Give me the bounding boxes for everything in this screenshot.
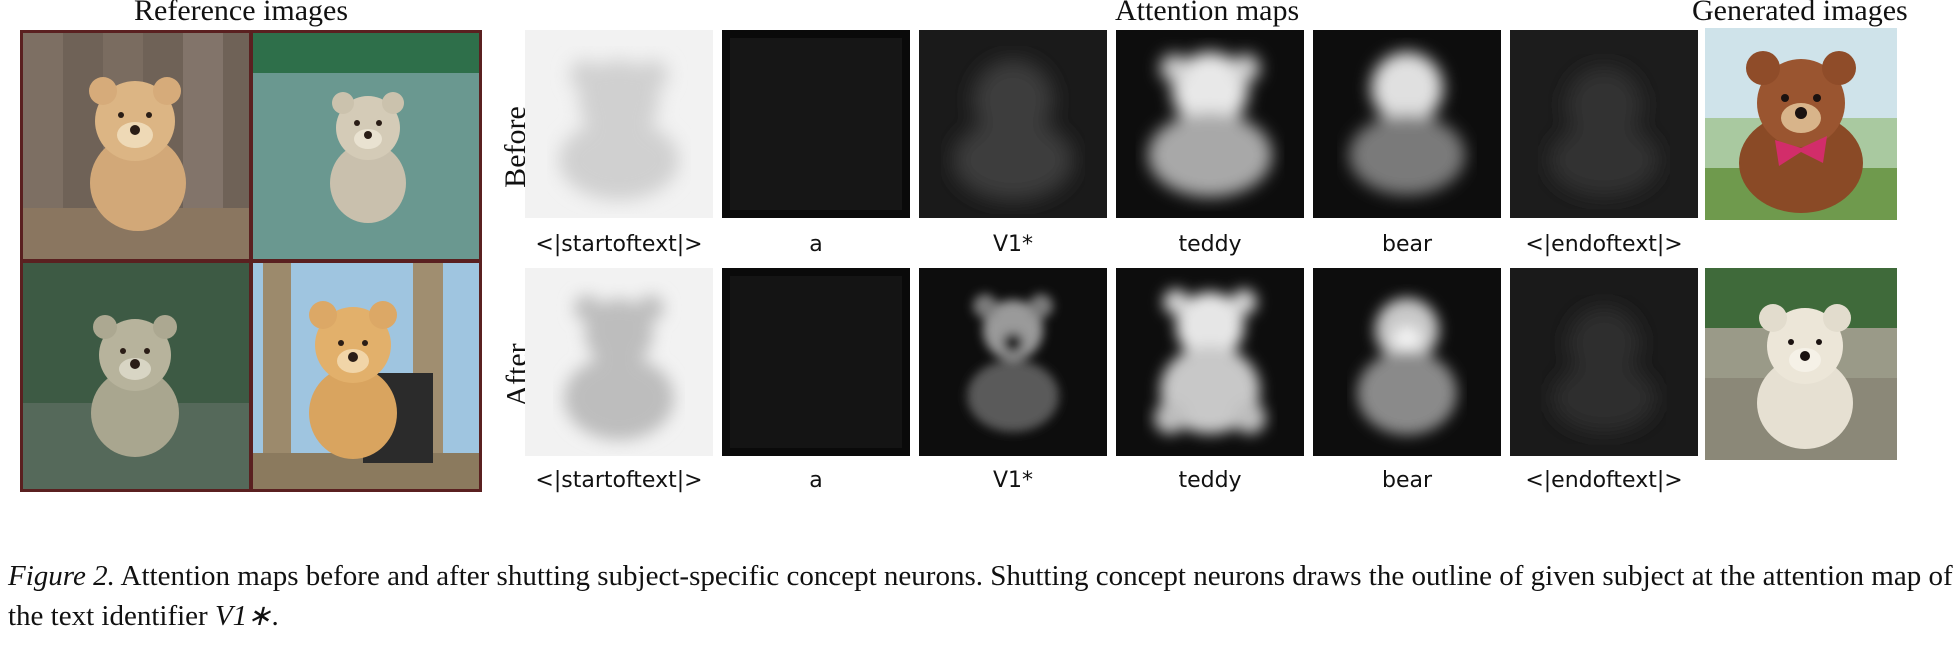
attention-map-before-bear [1313, 30, 1501, 218]
token-label-before-1: <|startoftext|> [535, 232, 703, 257]
generated-image-before [1705, 28, 1897, 220]
token-label-before-3: V1* [992, 232, 1034, 257]
attention-map-after-v1 [919, 268, 1107, 456]
attention-map-after-teddy [1116, 268, 1304, 456]
attention-map-before-startoftext [525, 30, 713, 218]
caption-end: . [271, 600, 279, 632]
token-label-after-2: a [809, 468, 823, 493]
figure-label: Figure 2. [8, 560, 115, 592]
token-label-before-4: teddy [1178, 232, 1242, 257]
token-label-after-6: <|endoftext|> [1525, 468, 1683, 493]
generated-images-header: Generated images [1692, 0, 1908, 27]
attention-map-after-bear [1313, 268, 1501, 456]
token-label-after-4: teddy [1178, 468, 1242, 493]
token-label-after-1: <|startoftext|> [535, 468, 703, 493]
generated-image-after [1705, 268, 1897, 460]
attention-map-after-endoftext [1510, 268, 1698, 456]
reference-image-3 [23, 263, 249, 489]
attention-map-after-startoftext [525, 268, 713, 456]
reference-image-2 [253, 33, 479, 259]
token-label-before-2: a [809, 232, 823, 257]
attention-map-before-v1 [919, 30, 1107, 218]
caption-text: Attention maps before and after shutting… [8, 560, 1953, 632]
token-label-before-6: <|endoftext|> [1525, 232, 1683, 257]
reference-image-4 [253, 263, 479, 489]
attention-map-before-teddy [1116, 30, 1304, 218]
attention-map-before-a [722, 30, 910, 218]
token-label-after-3: V1* [992, 468, 1034, 493]
reference-images-header: Reference images [134, 0, 349, 27]
caption-identifier: V1∗ [214, 600, 272, 632]
reference-image-1 [23, 33, 249, 259]
attention-map-after-a [722, 268, 910, 456]
attention-map-before-endoftext [1510, 30, 1698, 218]
reference-image-grid [20, 30, 482, 492]
attention-maps-header: Attention maps [1115, 0, 1300, 27]
token-label-after-5: bear [1381, 468, 1433, 493]
figure-caption: Figure 2. Attention maps before and afte… [8, 556, 1953, 636]
token-label-before-5: bear [1381, 232, 1433, 257]
